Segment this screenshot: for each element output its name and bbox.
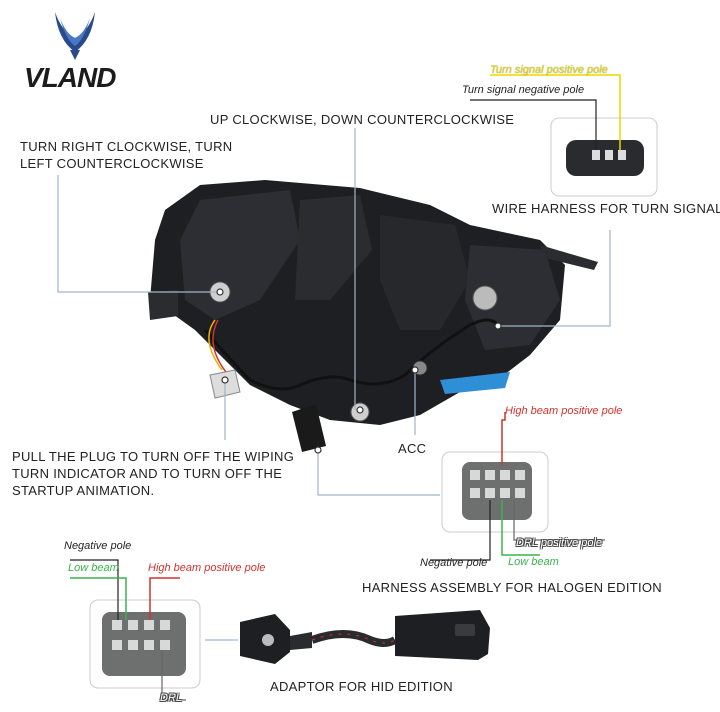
hid-connector: [70, 559, 201, 701]
hid-drl-label: DRL: [160, 692, 183, 704]
leader-line-markers: [216, 288, 502, 454]
turn-adjust-label-line2: LEFT COUNTERCLOCKWISE: [20, 156, 204, 171]
brand-wordmark: VLAND: [24, 62, 116, 93]
halogen-low-beam-label: Low beam: [508, 556, 559, 568]
turn-signal-connector: [470, 74, 658, 197]
halogen-connector: [430, 412, 605, 561]
hid-adaptor-title: ADAPTOR FOR HID EDITION: [270, 679, 453, 694]
headlight-housing: [148, 180, 598, 452]
turn-signal-positive-label: Turn signal positive pole: [490, 64, 608, 76]
logo-emblem: [55, 12, 95, 60]
hid-high-beam-label: High beam positive pole: [148, 562, 266, 574]
pull-plug-label-line3: STARTUP ANIMATION.: [12, 483, 155, 498]
wire-harness-turn-signal-label: WIRE HARNESS FOR TURN SIGNAL: [492, 201, 720, 216]
hid-negative-pole-label: Negative pole: [64, 540, 132, 552]
hid-low-beam-label: Low beam: [68, 562, 119, 574]
turn-signal-negative-label: Turn signal negative pole: [462, 84, 585, 96]
turn-adjust-label-line1: TURN RIGHT CLOCKWISE, TURN: [20, 139, 233, 154]
acc-label: ACC: [398, 441, 427, 456]
pull-plug-label-line1: PULL THE PLUG TO TURN OFF THE WIPING: [12, 449, 295, 464]
up-down-adjust-label: UP CLOCKWISE, DOWN COUNTERCLOCKWISE: [210, 112, 515, 127]
leader-lines: [57, 128, 611, 641]
halogen-negative-pole-label: Negative pole: [420, 557, 488, 569]
halogen-drl-label: DRL positive pole: [516, 537, 603, 549]
hid-adaptor-cable: [240, 610, 490, 664]
halogen-high-beam-label: High beam positive pole: [505, 405, 623, 417]
pull-plug-label-line2: TURN INDICATOR AND TO TURN OFF THE: [12, 466, 283, 481]
halogen-harness-title: HARNESS ASSEMBLY FOR HALOGEN EDITION: [362, 580, 662, 595]
